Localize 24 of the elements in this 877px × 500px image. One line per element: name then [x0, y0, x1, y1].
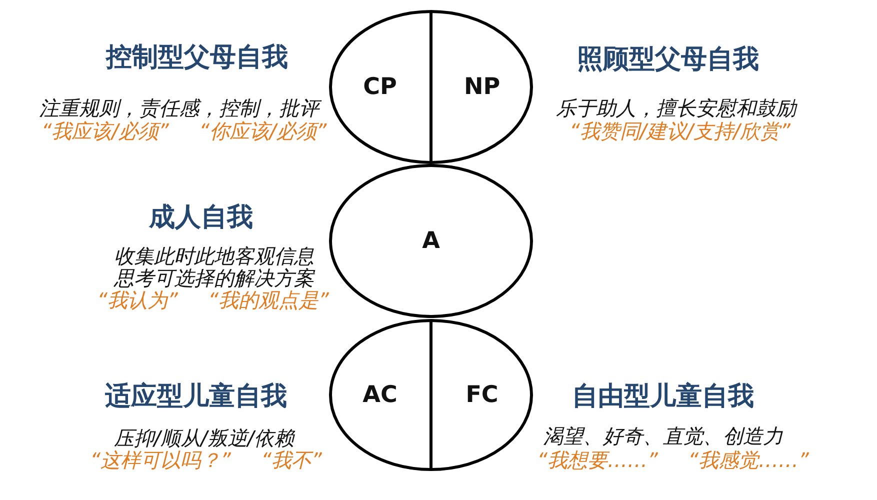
ego-state-segment [431, 10, 533, 164]
typical-phrase: “我想要……” “我感觉……” [537, 449, 809, 471]
trait-description: 收集此时此地客观信息 [114, 245, 314, 267]
ego-state-segment [329, 10, 431, 164]
ego-state-title: 成人自我 [149, 204, 253, 232]
ego-state-code: AC [362, 382, 398, 408]
typical-phrase: “我赞同/建议/支持/欣赏” [570, 120, 790, 142]
ego-state-code: NP [464, 74, 500, 100]
typical-phrase: “我认为” “我的观点是” [97, 289, 329, 311]
trait-description: 思考可选择的解决方案 [114, 267, 314, 289]
ego-state-title: 适应型儿童自我 [105, 382, 287, 412]
ego-state-code: CP [363, 74, 397, 100]
ego-state-segment [431, 319, 533, 471]
ego-state-title: 控制型父母自我 [106, 44, 288, 72]
typical-phrase: “这样可以吗？” “我不” [90, 449, 322, 471]
trait-description: 压抑/顺从/叛逆/依赖 [114, 427, 294, 449]
ego-state-title: 照顾型父母自我 [577, 46, 759, 74]
trait-description: 渴望、好奇、直觉、创造力 [543, 425, 783, 447]
trait-description: 乐于助人，擅长安慰和鼓励 [556, 97, 796, 119]
typical-phrase: “我应该/必须” “你应该/必须” [41, 120, 327, 142]
ego-state-code: A [422, 228, 440, 254]
ego-state-title: 自由型儿童自我 [572, 382, 754, 412]
ego-state-code: FC [466, 382, 498, 408]
ego-state-segment [329, 319, 431, 471]
